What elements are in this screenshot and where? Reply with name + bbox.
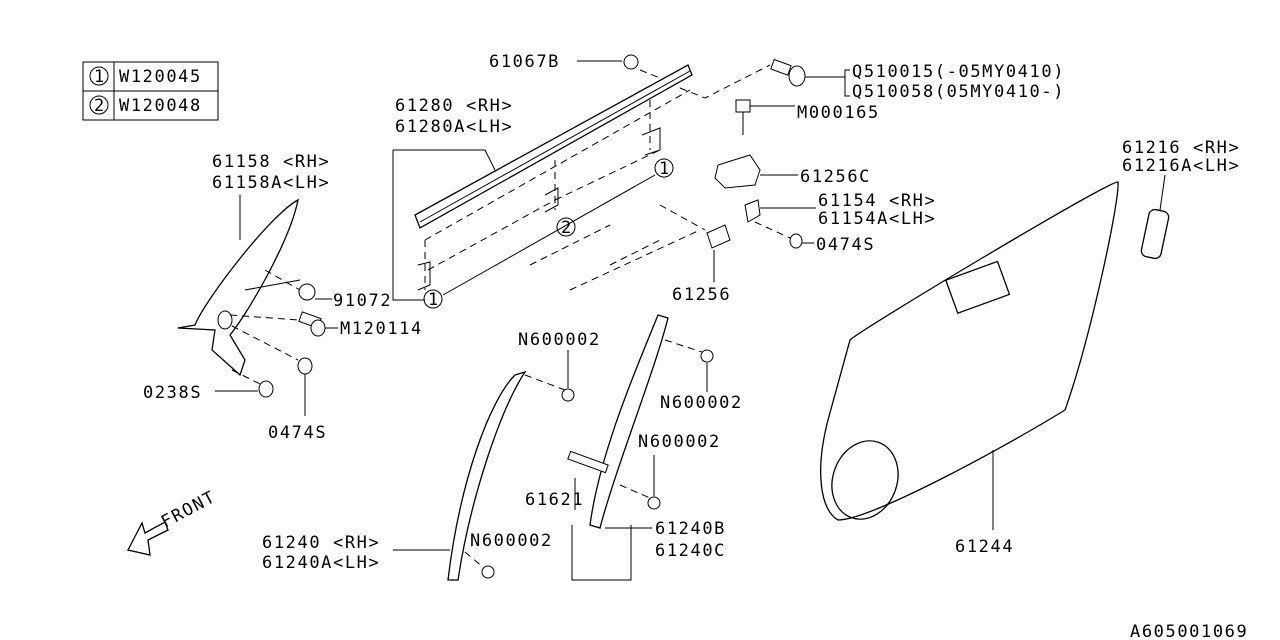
legend-table: 1 W120045 2 W120048 xyxy=(82,61,219,121)
callout-0474s-bottom: 0474S xyxy=(268,423,327,443)
door-trim-panel-61244 xyxy=(820,181,1119,530)
callout-m120114: M120114 xyxy=(340,319,423,339)
callout-61621: 61621 xyxy=(525,490,584,510)
callout-61280a-lh: 61280A<LH> xyxy=(395,117,513,137)
front-direction-arrow: FRONT xyxy=(127,487,220,556)
glass-channel-61240 xyxy=(393,350,575,581)
callout-61216-rh: 61216 <RH> xyxy=(1122,138,1240,158)
legend-marker-1: 1 xyxy=(94,67,106,87)
legend-code-2: W120048 xyxy=(119,96,202,116)
callout-61067b: 61067B xyxy=(489,52,560,72)
ref-marker-1-bottom: 1 xyxy=(428,290,440,310)
cover-61216-icon xyxy=(1140,208,1170,260)
diagram-id: A605001069 xyxy=(1130,622,1248,640)
callout-q510058: Q510058(05MY0410-) xyxy=(852,82,1065,102)
callout-61240c: 61240C xyxy=(655,541,726,561)
callout-61154a-lh: 61154A<LH> xyxy=(818,209,936,229)
front-label: FRONT xyxy=(158,487,220,532)
callout-61280-rh: 61280 <RH> xyxy=(395,96,513,116)
callout-n600002-a: N600002 xyxy=(518,330,601,350)
ref-marker-2: 2 xyxy=(561,218,573,238)
nut-0238s-icon xyxy=(258,380,274,398)
clip-61154-icon xyxy=(744,199,761,223)
callout-91072: 91072 xyxy=(333,291,392,311)
bracket-61256c-icon xyxy=(714,154,761,189)
callout-61216a-lh: 61216A<LH> xyxy=(1122,156,1240,176)
callout-61154-rh: 61154 <RH> xyxy=(818,191,936,211)
callout-61240a-lh: 61240A<LH> xyxy=(262,553,380,573)
callout-61158-rh: 61158 <RH> xyxy=(212,152,330,172)
glass-channel-61240b xyxy=(567,314,714,581)
callout-m000165: M000165 xyxy=(797,103,880,123)
callout-n600002-b: N600002 xyxy=(660,393,743,413)
bolt-m000165-icon xyxy=(735,99,751,113)
callout-0238s: 0238S xyxy=(143,383,202,403)
legend-marker-2: 2 xyxy=(94,96,106,116)
callout-0474s-top: 0474S xyxy=(816,235,875,255)
clip-61256-icon xyxy=(706,224,731,249)
callout-n600002-c: N600002 xyxy=(638,432,721,452)
callout-61240b: 61240B xyxy=(655,519,726,539)
callout-61158a-lh: 61158A<LH> xyxy=(212,173,330,193)
callout-q510015: Q510015(-05MY0410) xyxy=(852,62,1065,82)
ref-marker-1-top: 1 xyxy=(659,159,671,179)
belt-molding-part: 1 2 1 xyxy=(392,64,706,310)
screw-0474s-bottom-icon xyxy=(297,357,313,375)
callout-61256c: 61256C xyxy=(800,167,871,187)
sash-61158-part xyxy=(177,195,338,416)
legend-code-1: W120045 xyxy=(119,67,202,87)
callout-61240-rh: 61240 <RH> xyxy=(262,533,380,553)
screw-0474s-top-icon xyxy=(789,233,803,249)
callout-61256: 61256 xyxy=(672,285,731,305)
callout-61244: 61244 xyxy=(955,537,1014,557)
screw-q510015-icon xyxy=(770,58,792,76)
callout-n600002-d: N600002 xyxy=(470,531,553,551)
clip-61067b-icon xyxy=(623,54,639,70)
